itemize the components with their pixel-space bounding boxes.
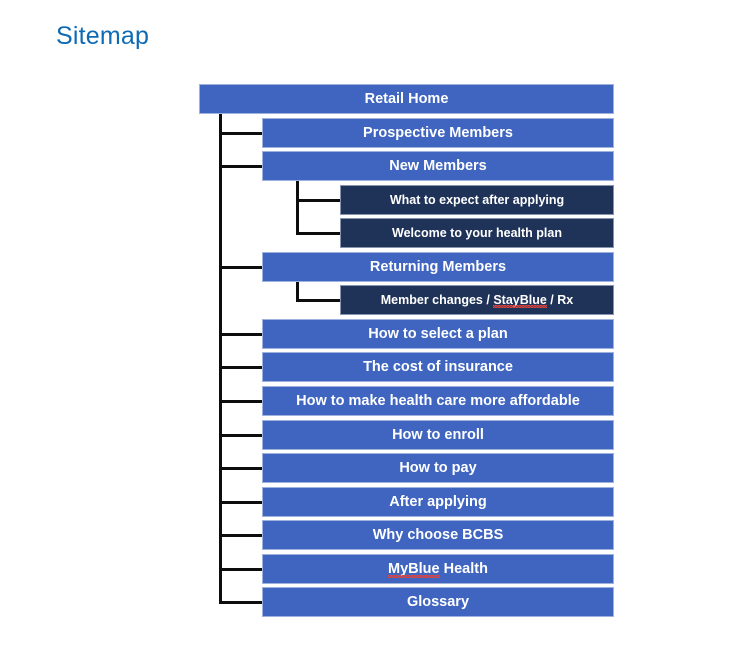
page-title: Sitemap (56, 22, 150, 50)
sitemap-node-label: Member changes / StayBlue / Rx (380, 293, 574, 308)
sitemap-node-label: Returning Members (369, 259, 507, 275)
sitemap-node-label: How to pay (399, 460, 477, 476)
connector-branch (219, 467, 262, 470)
sitemap-node-how-to-enroll[interactable]: How to enroll (262, 420, 614, 450)
connector-trunk (296, 280, 299, 301)
connector-trunk (219, 112, 222, 603)
connector-branch (219, 568, 262, 571)
sitemap-node-new-members[interactable]: New Members (262, 151, 614, 181)
sitemap-node-welcome-health-plan[interactable]: Welcome to your health plan (340, 218, 614, 248)
sitemap-node-label: What to expect after applying (389, 193, 565, 207)
sitemap-node-label: Why choose BCBS (372, 527, 504, 543)
sitemap-node-more-affordable[interactable]: How to make health care more affordable (262, 386, 614, 416)
connector-branch (219, 534, 262, 537)
sitemap-node-label: Glossary (406, 594, 470, 610)
sitemap-node-after-applying[interactable]: After applying (262, 487, 614, 517)
connector-branch (296, 232, 340, 235)
connector-branch (219, 333, 262, 336)
sitemap-node-returning-members[interactable]: Returning Members (262, 252, 614, 282)
connector-branch (296, 199, 340, 202)
sitemap-node-label: The cost of insurance (363, 359, 513, 375)
sitemap-node-how-to-select-plan[interactable]: How to select a plan (262, 319, 614, 349)
sitemap-node-label: How to make health care more affordable (296, 393, 580, 409)
spellcheck-word: MyBlue (388, 561, 440, 578)
sitemap-node-why-choose-bcbs[interactable]: Why choose BCBS (262, 520, 614, 550)
connector-branch (219, 266, 262, 269)
connector-branch (219, 501, 262, 504)
sitemap-node-label: Prospective Members (363, 125, 513, 141)
connector-branch (219, 400, 262, 403)
sitemap-node-label: MyBlue Health (388, 561, 488, 578)
connector-branch (219, 434, 262, 437)
connector-branch (219, 601, 262, 604)
connector-branch (296, 299, 340, 302)
sitemap-node-what-to-expect[interactable]: What to expect after applying (340, 185, 614, 215)
connector-trunk (296, 179, 299, 234)
sitemap-node-label: New Members (389, 158, 487, 174)
sitemap-node-member-changes[interactable]: Member changes / StayBlue / Rx (340, 285, 614, 315)
sitemap-node-myblue-health[interactable]: MyBlue Health (262, 554, 614, 584)
connector-branch (219, 366, 262, 369)
sitemap-node-label: After applying (389, 494, 487, 510)
sitemap-node-retail-home[interactable]: Retail Home (199, 84, 614, 114)
connector-branch (219, 132, 262, 135)
sitemap-node-label: How to enroll (392, 427, 484, 443)
sitemap-node-label: Retail Home (364, 91, 449, 107)
connector-branch (219, 165, 262, 168)
sitemap-node-label: Welcome to your health plan (392, 226, 562, 240)
spellcheck-word: StayBlue (493, 293, 547, 308)
sitemap-node-cost-of-insurance[interactable]: The cost of insurance (262, 352, 614, 382)
sitemap-node-how-to-pay[interactable]: How to pay (262, 453, 614, 483)
sitemap-node-glossary[interactable]: Glossary (262, 587, 614, 617)
sitemap-node-prospective-members[interactable]: Prospective Members (262, 118, 614, 148)
sitemap-node-label: How to select a plan (368, 326, 508, 342)
